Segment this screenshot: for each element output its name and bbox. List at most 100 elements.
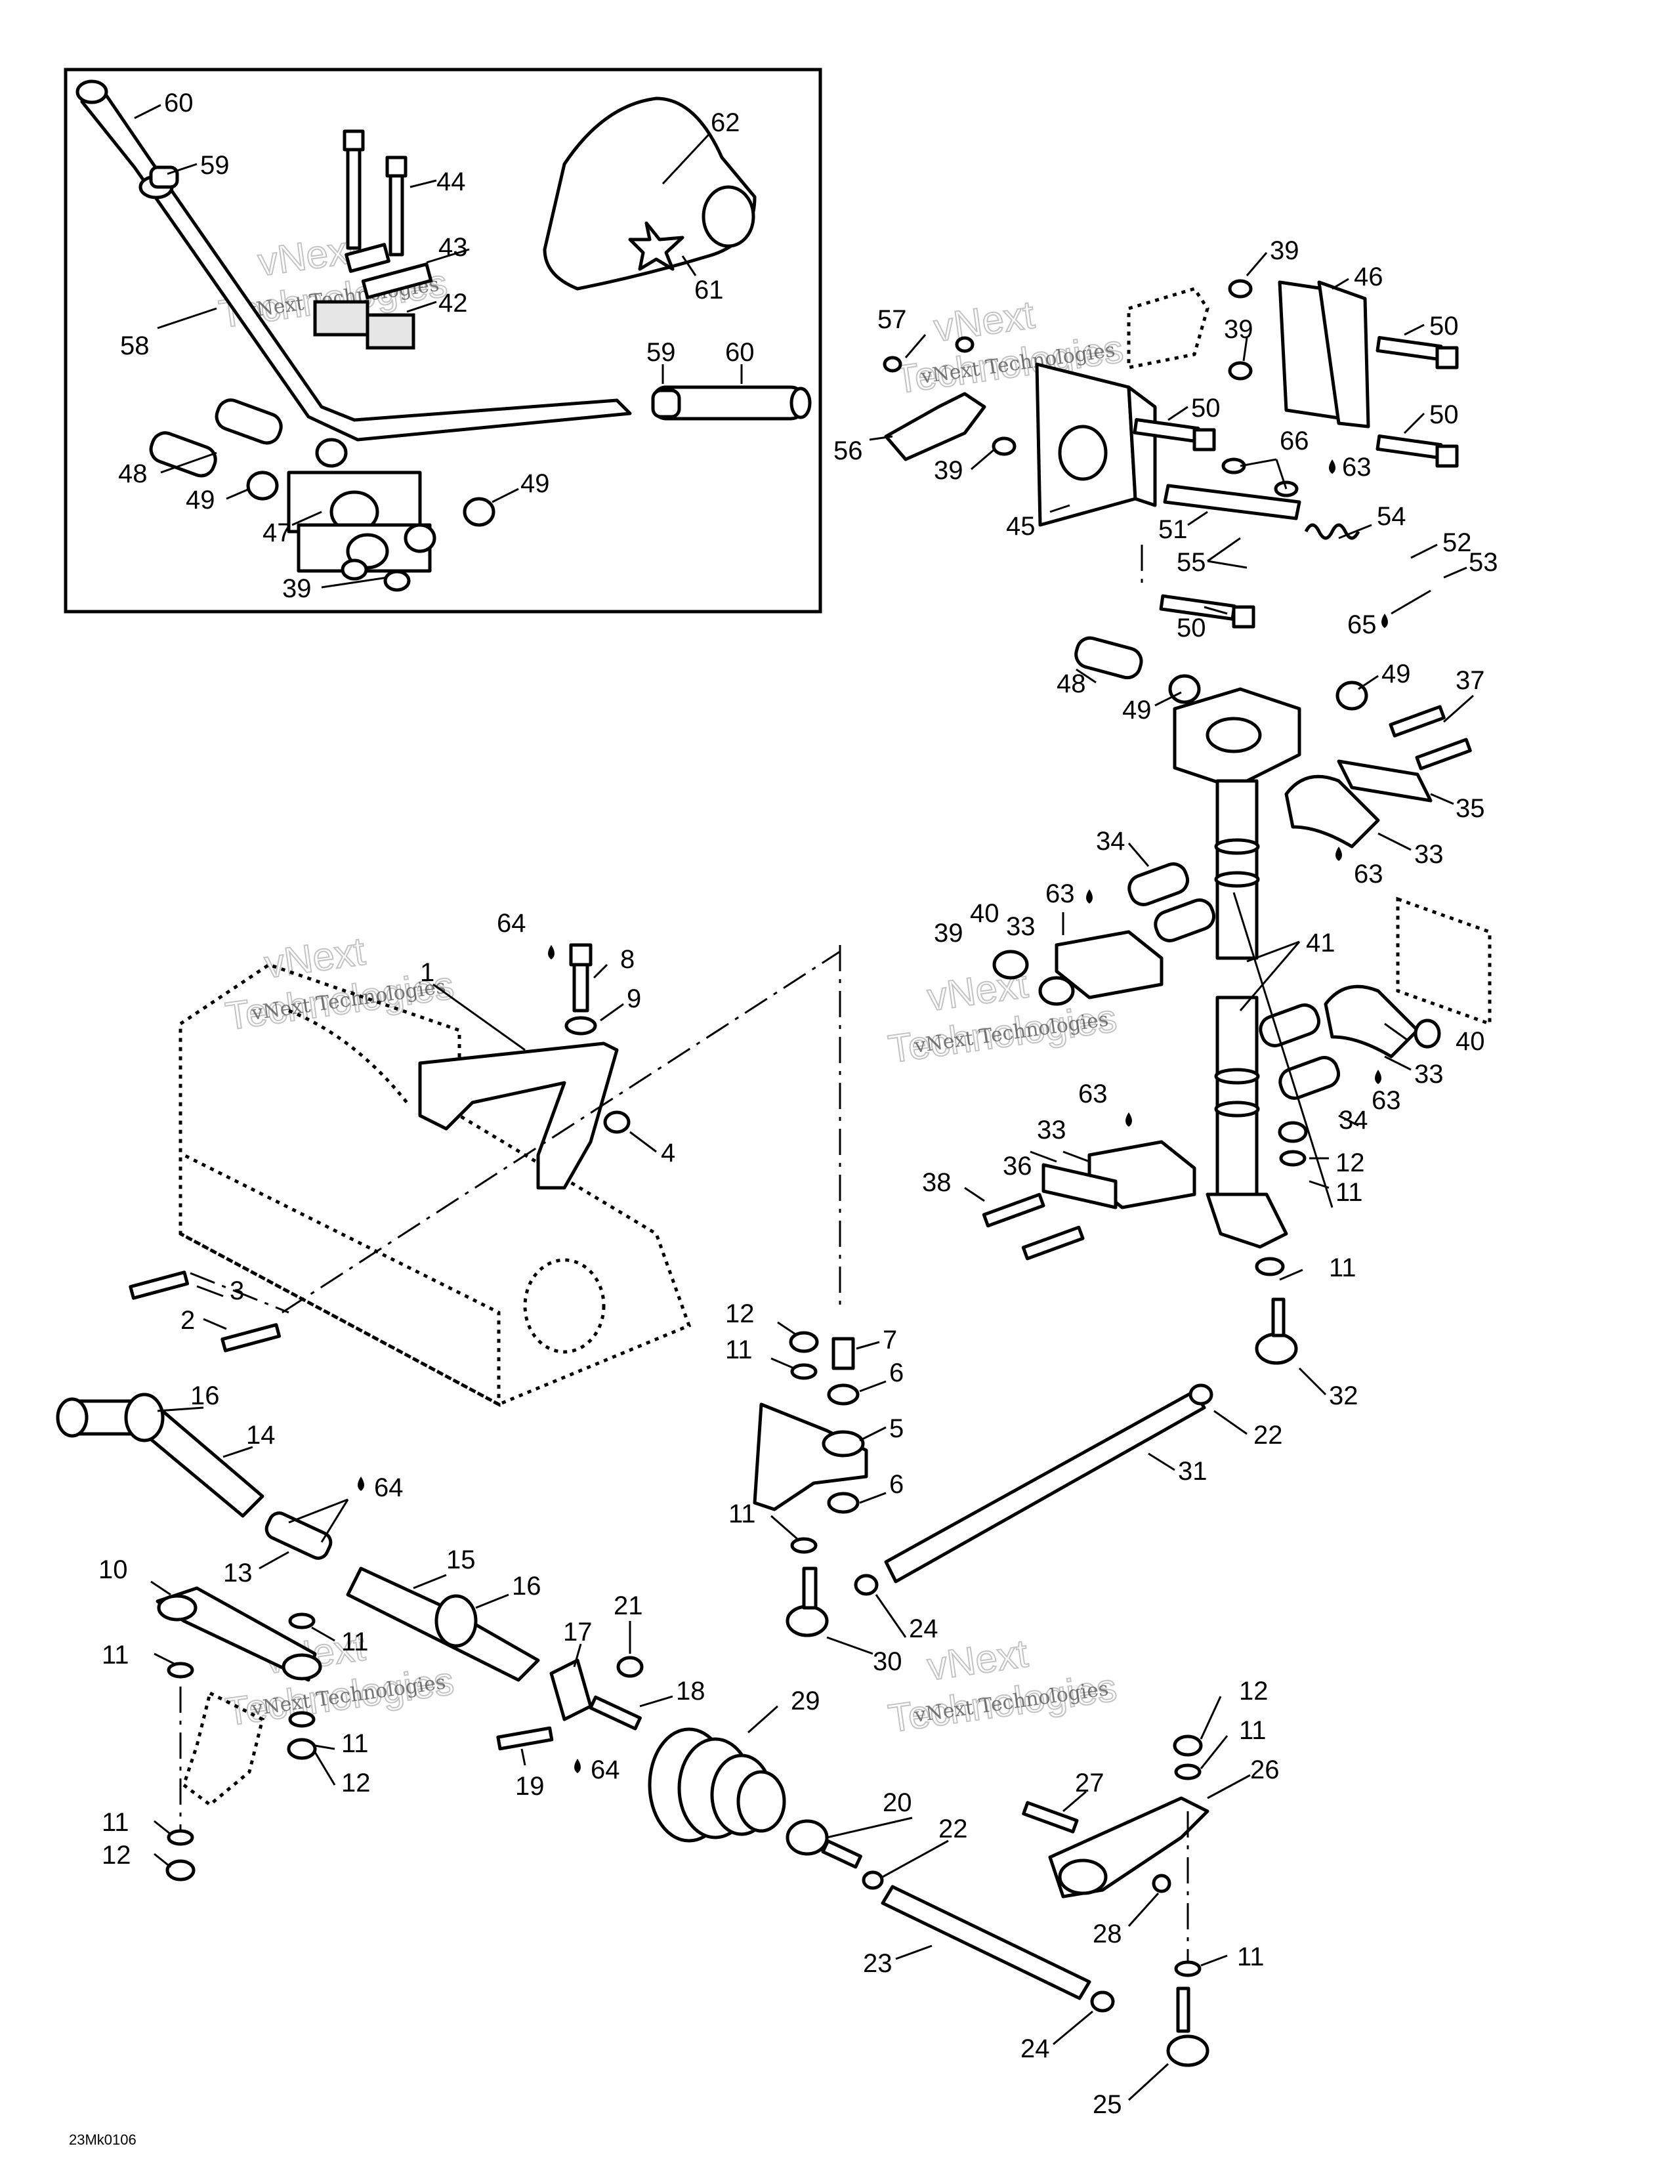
callout-22: 22 xyxy=(1253,1421,1283,1450)
callout-28: 28 xyxy=(1093,1920,1122,1948)
clamp-47 xyxy=(287,471,432,573)
callout-3: 3 xyxy=(230,1276,244,1305)
callout-50: 50 xyxy=(1177,614,1206,642)
callout-5: 5 xyxy=(889,1414,904,1443)
diagram-reference-code: 23Mk0106 xyxy=(69,2132,136,2148)
callout-64: 64 xyxy=(374,1473,404,1502)
callout-25: 25 xyxy=(1093,2090,1122,2119)
ball-joint-32 xyxy=(1255,1332,1298,1365)
callout-10: 10 xyxy=(98,1555,128,1584)
ball-joint-25 xyxy=(1166,2034,1209,2067)
lubricant-drop-icons xyxy=(358,459,1388,1773)
callout-6: 6 xyxy=(889,1470,904,1499)
callout-36: 36 xyxy=(1003,1152,1032,1181)
callout-55: 55 xyxy=(1177,548,1206,577)
callout-62: 62 xyxy=(711,108,740,137)
handlebar-part xyxy=(75,79,812,442)
callout-12: 12 xyxy=(102,1841,131,1870)
callout-23: 23 xyxy=(863,1949,892,1978)
callout-63: 63 xyxy=(1045,879,1075,908)
callout-33: 33 xyxy=(1414,840,1444,869)
bushing-16b xyxy=(434,1594,478,1648)
callout-7: 7 xyxy=(883,1326,897,1354)
callout-11: 11 xyxy=(1237,1942,1265,1971)
callout-48: 48 xyxy=(1057,669,1086,698)
callout-52: 52 xyxy=(1442,528,1472,557)
callout-60: 60 xyxy=(725,338,755,367)
callout-15: 15 xyxy=(446,1545,476,1574)
lower-column xyxy=(1215,996,1259,1196)
lever-56 xyxy=(884,392,986,461)
callout-40: 40 xyxy=(1456,1027,1485,1056)
tie-rod-31 xyxy=(884,1389,1206,1584)
callout-12: 12 xyxy=(1335,1148,1365,1177)
callout-11: 11 xyxy=(102,1808,129,1837)
callout-42: 42 xyxy=(438,289,468,318)
callout-2: 2 xyxy=(180,1306,195,1335)
callout-46: 46 xyxy=(1354,262,1383,291)
callout-6: 6 xyxy=(889,1358,904,1387)
callout-4: 4 xyxy=(661,1139,675,1167)
column-support-45 xyxy=(1035,362,1157,527)
callout-18: 18 xyxy=(676,1677,705,1706)
callout-43: 43 xyxy=(438,233,468,262)
callout-49: 49 xyxy=(1381,660,1411,688)
bushing-7 xyxy=(831,1337,855,1370)
callout-16: 16 xyxy=(512,1572,541,1601)
plate-36 xyxy=(1041,1163,1118,1209)
drop-icon xyxy=(1381,614,1388,628)
callout-47: 47 xyxy=(262,518,292,547)
callout-61: 61 xyxy=(694,276,724,304)
bushing-48b xyxy=(1074,636,1143,680)
callout-63: 63 xyxy=(1078,1080,1108,1108)
drop-icon xyxy=(1375,1070,1381,1084)
bearing-33b xyxy=(1055,930,1164,999)
drop-icon xyxy=(1086,889,1093,904)
star-emblem xyxy=(628,221,684,271)
callout-41: 41 xyxy=(1306,929,1335,957)
callout-17: 17 xyxy=(563,1618,593,1647)
callout-53: 53 xyxy=(1469,548,1498,577)
callout-24: 24 xyxy=(1020,2034,1050,2063)
callout-49: 49 xyxy=(520,469,550,498)
drop-icon xyxy=(574,1759,581,1773)
callout-50: 50 xyxy=(1191,394,1221,423)
callout-14: 14 xyxy=(246,1421,276,1450)
bearing-33c xyxy=(1324,984,1419,1059)
boot-29 xyxy=(648,1727,786,1843)
callout-9: 9 xyxy=(627,984,641,1013)
callout-16: 16 xyxy=(190,1381,220,1410)
callout-39: 39 xyxy=(282,574,312,603)
callout-13: 13 xyxy=(223,1559,253,1587)
callout-59: 59 xyxy=(646,338,676,367)
drop-icon xyxy=(358,1477,364,1491)
callout-11: 11 xyxy=(1239,1716,1267,1745)
upper-column xyxy=(1215,779,1259,960)
callout-51: 51 xyxy=(1158,515,1188,544)
bracket-1 xyxy=(418,1041,619,1190)
callout-33: 33 xyxy=(1414,1060,1444,1089)
callout-45: 45 xyxy=(1006,512,1036,541)
column-head xyxy=(1173,687,1301,789)
callout-11: 11 xyxy=(1335,1178,1363,1207)
callout-39: 39 xyxy=(934,919,963,948)
union-13 xyxy=(264,1511,333,1560)
callout-58: 58 xyxy=(120,331,150,360)
ball-joint-30 xyxy=(786,1605,829,1637)
callout-63: 63 xyxy=(1372,1086,1401,1115)
callout-33: 33 xyxy=(1006,912,1036,941)
callout-34: 34 xyxy=(1096,827,1125,856)
callout-11: 11 xyxy=(341,1729,369,1758)
callout-65: 65 xyxy=(1347,610,1377,639)
callout-56: 56 xyxy=(833,436,863,465)
callout-26: 26 xyxy=(1250,1755,1280,1784)
bracket-ghost xyxy=(1127,287,1209,370)
bushing-16a xyxy=(124,1393,165,1442)
callout-24: 24 xyxy=(909,1614,938,1643)
bolt-44 xyxy=(343,129,408,257)
callout-8: 8 xyxy=(620,945,635,974)
callout-11: 11 xyxy=(728,1500,756,1528)
vehicle-frame-ghost xyxy=(178,963,692,1408)
bracket-46 xyxy=(1278,280,1370,429)
callout-37: 37 xyxy=(1456,666,1485,695)
